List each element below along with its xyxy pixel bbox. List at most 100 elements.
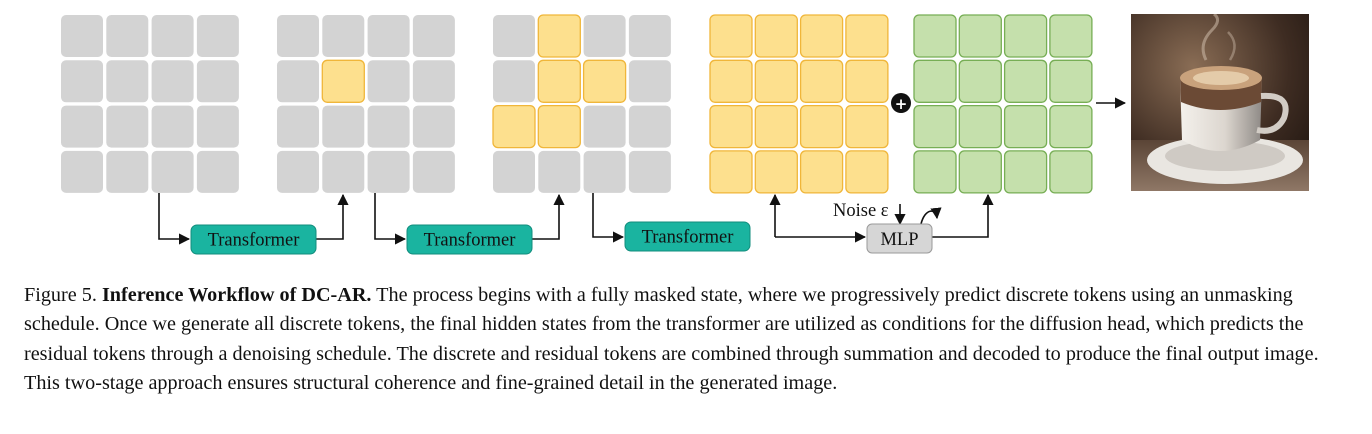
masked-token — [583, 15, 626, 57]
discrete-token — [754, 104, 798, 149]
inference-workflow-diagram: + Transformer Transformer Transformer ML… — [61, 14, 1309, 255]
masked-token — [151, 105, 194, 148]
discrete-token — [754, 150, 798, 194]
connector-grid2-to-transformer2 — [374, 193, 407, 245]
masked-token — [412, 60, 455, 103]
masked-token — [61, 15, 103, 57]
masked-token — [196, 60, 239, 103]
connector-mlp-to-grid5 — [932, 193, 994, 238]
figure-caption: Figure 5. Inference Workflow of DC-AR. T… — [24, 281, 1354, 399]
transformer-label: Transformer — [642, 228, 734, 248]
connector-transformer1-to-grid2 — [316, 193, 349, 240]
masked-token — [196, 15, 239, 57]
masked-token — [367, 15, 410, 57]
connector-grid1-to-transformer1 — [158, 193, 191, 245]
masked-token — [538, 150, 581, 193]
noise-label: Noise ε — [833, 201, 889, 221]
discrete-token — [582, 59, 627, 103]
residual-token — [913, 150, 957, 194]
discrete-token — [537, 104, 581, 149]
masked-token — [412, 105, 455, 148]
residual-token — [958, 59, 1002, 103]
transformer-label: Transformer — [424, 231, 516, 251]
discrete-token — [709, 104, 753, 149]
transformer-block-1: Transformer — [190, 224, 317, 255]
masked-token — [61, 150, 103, 193]
masked-token — [277, 15, 319, 57]
output-image — [1131, 14, 1309, 191]
discrete-token — [537, 14, 581, 58]
connector-transformer2-to-grid3 — [532, 193, 565, 240]
residual-token — [1003, 59, 1048, 103]
masked-token — [493, 150, 535, 193]
discrete-token — [845, 59, 889, 103]
discrete-token — [754, 14, 798, 58]
flow-connectors — [158, 97, 1127, 245]
masked-token — [583, 150, 626, 193]
masked-token — [628, 60, 671, 103]
grid-residual-tokens — [913, 14, 1093, 194]
masked-token — [277, 105, 319, 148]
transformer-block-3: Transformer — [624, 221, 751, 252]
masked-token — [196, 105, 239, 148]
residual-token — [913, 14, 957, 58]
discrete-token — [799, 150, 844, 194]
masked-token — [151, 150, 194, 193]
discrete-token — [321, 59, 365, 103]
mlp-loop-arrow — [920, 207, 942, 225]
masked-token — [367, 60, 410, 103]
masked-token — [106, 150, 149, 193]
grid-step-2 — [492, 14, 671, 193]
masked-token — [322, 150, 365, 193]
discrete-token — [709, 150, 753, 194]
masked-token — [322, 105, 365, 148]
masked-token — [367, 150, 410, 193]
residual-token — [1049, 150, 1093, 194]
residual-token — [913, 59, 957, 103]
masked-token — [61, 105, 103, 148]
residual-token — [1049, 59, 1093, 103]
discrete-token — [845, 150, 889, 194]
discrete-token — [709, 59, 753, 103]
masked-token — [106, 15, 149, 57]
discrete-token — [799, 104, 844, 149]
transformer-block-2: Transformer — [406, 224, 533, 255]
sum-operator: + — [891, 93, 911, 113]
grid-discrete-tokens — [709, 14, 889, 194]
masked-token — [151, 15, 194, 57]
residual-token — [958, 104, 1002, 149]
residual-token — [1049, 104, 1093, 149]
transformer-label: Transformer — [208, 231, 300, 251]
discrete-token — [845, 14, 889, 58]
residual-token — [958, 150, 1002, 194]
residual-token — [913, 104, 957, 149]
masked-token — [628, 105, 671, 148]
masked-token — [493, 15, 535, 57]
discrete-token — [799, 14, 844, 58]
discrete-token — [537, 59, 581, 103]
masked-token — [628, 150, 671, 193]
masked-token — [106, 105, 149, 148]
residual-token — [1049, 14, 1093, 58]
grid-step-1 — [277, 15, 455, 193]
masked-token — [196, 150, 239, 193]
masked-token — [106, 60, 149, 103]
caption-text: The process begins with a fully masked s… — [24, 284, 1319, 395]
discrete-token — [845, 104, 889, 149]
masked-token — [277, 150, 319, 193]
residual-token — [1003, 14, 1048, 58]
masked-token — [367, 105, 410, 148]
discrete-token — [709, 14, 753, 58]
masked-token — [322, 15, 365, 57]
plus-symbol: + — [895, 95, 908, 113]
residual-token — [1003, 104, 1048, 149]
masked-token — [493, 60, 535, 103]
residual-token — [1003, 150, 1048, 194]
discrete-token — [799, 59, 844, 103]
masked-token — [628, 15, 671, 57]
grid-fully-masked — [61, 15, 239, 193]
connector-grid3-to-transformer3 — [592, 193, 625, 243]
mlp-block: MLP — [866, 223, 933, 254]
residual-token — [958, 14, 1002, 58]
discrete-token — [754, 59, 798, 103]
